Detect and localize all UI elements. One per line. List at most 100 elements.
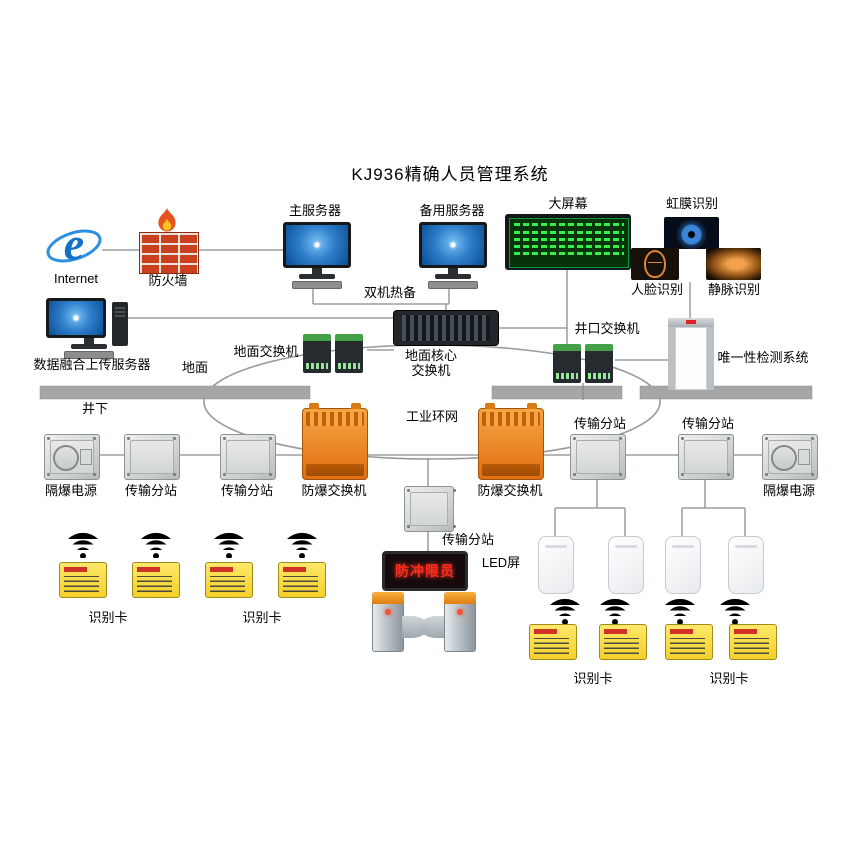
switch-unit	[335, 334, 363, 373]
label-dual-hot-standby: 双机热备	[363, 285, 416, 300]
led-text-row	[514, 245, 624, 248]
label-vein-recognition: 静脉识别	[708, 282, 761, 297]
label-iris-recognition: 虹膜识别	[666, 196, 719, 211]
internet-icon: e	[44, 220, 104, 272]
label-main-server: 主服务器	[288, 203, 341, 218]
switch-unit	[303, 334, 331, 373]
led-text-row	[514, 223, 624, 226]
id-card	[729, 624, 777, 660]
keyboard	[428, 281, 478, 289]
label-substation-3: 传输分站	[573, 416, 626, 431]
id-card	[278, 562, 326, 598]
id-card	[529, 624, 577, 660]
label-core-switch-line2: 交换机	[411, 363, 451, 378]
label-led-screen: LED屏	[481, 555, 521, 570]
main-server	[283, 222, 351, 289]
industrial-ring-ellipse	[203, 344, 661, 460]
firewall-icon	[139, 208, 199, 274]
transmission-substation-2	[220, 434, 276, 480]
transmission-substation-4	[678, 434, 734, 480]
label-ground-surface: 地面	[181, 360, 208, 375]
label-id-card-2: 识别卡	[242, 610, 282, 625]
label-flameproof-power-left: 隔爆电源	[44, 483, 97, 498]
data-fusion-server	[46, 298, 132, 359]
led-panel-text: 防冲限员	[395, 563, 455, 579]
label-firewall: 防火墙	[148, 273, 188, 288]
label-substation-2: 传输分站	[220, 483, 273, 498]
label-underground: 井下	[81, 401, 108, 416]
label-internet: Internet	[53, 271, 99, 286]
monitor-screen	[283, 222, 351, 268]
id-card	[599, 624, 647, 660]
flame-icon	[158, 208, 176, 232]
turnstile-pedestal	[444, 592, 476, 652]
face-wireframe	[644, 250, 666, 278]
label-uniqueness-system: 唯一性检测系统	[717, 350, 809, 365]
id-card	[665, 624, 713, 660]
page-title: KJ936精确人员管理系统	[351, 165, 549, 184]
backup-server	[419, 222, 487, 289]
transmission-substation-1	[124, 434, 180, 480]
turnstile-pedestal	[372, 592, 404, 652]
label-explosionproof-switch-1: 防爆交换机	[301, 483, 367, 498]
explosionproof-switch-2	[478, 403, 544, 480]
keyboard	[64, 351, 114, 359]
turnstile-gate	[372, 592, 476, 652]
wifi-signal-icon	[550, 598, 580, 624]
face-image	[631, 248, 679, 280]
label-id-card-3: 识别卡	[573, 671, 613, 686]
wifi-signal-icon	[287, 532, 317, 558]
internet-orbit	[46, 229, 102, 263]
led-text-row	[514, 231, 624, 234]
label-id-card-4: 识别卡	[709, 671, 749, 686]
id-card	[59, 562, 107, 598]
monitor-screen	[46, 298, 106, 338]
gate-indicator	[686, 320, 696, 324]
flameproof-power-left	[44, 434, 100, 480]
turnstile-wing	[420, 616, 446, 638]
led-text-row	[514, 238, 624, 241]
switch-unit	[553, 344, 581, 383]
label-backup-server: 备用服务器	[419, 203, 485, 218]
big-screen-display	[505, 214, 631, 270]
transmission-substation-3	[570, 434, 626, 480]
explosionproof-switch-1	[302, 403, 368, 480]
id-card	[132, 562, 180, 598]
iris-image	[664, 217, 719, 249]
led-limiter-panel: 防冲限员	[382, 551, 468, 591]
label-flameproof-power-right: 隔爆电源	[762, 483, 815, 498]
label-big-screen: 大屏幕	[548, 196, 588, 211]
card-reader	[665, 536, 701, 594]
label-data-fusion-server: 数据融合上传服务器	[33, 357, 151, 372]
switch-unit	[585, 344, 613, 383]
wifi-signal-icon	[68, 532, 98, 558]
label-explosionproof-switch-2: 防爆交换机	[477, 483, 543, 498]
pc-tower	[112, 302, 128, 346]
wifi-signal-icon	[141, 532, 171, 558]
label-wellhead-switch: 井口交换机	[574, 321, 640, 336]
monitor-screen	[419, 222, 487, 268]
flameproof-power-right	[762, 434, 818, 480]
ground-core-switch	[394, 311, 498, 345]
label-ground-switch: 地面交换机	[233, 344, 299, 359]
vein-image	[706, 248, 761, 280]
card-reader	[608, 536, 644, 594]
ground-switch	[303, 334, 363, 373]
wifi-signal-icon	[720, 598, 750, 624]
transmission-substation-center	[404, 486, 454, 532]
keyboard	[292, 281, 342, 289]
led-text-row	[514, 252, 624, 255]
label-substation-1: 传输分站	[124, 483, 177, 498]
wifi-signal-icon	[600, 598, 630, 624]
card-reader	[538, 536, 574, 594]
brick-wall	[139, 232, 199, 274]
card-reader	[728, 536, 764, 594]
wellhead-switch	[553, 344, 613, 383]
id-card	[205, 562, 253, 598]
wifi-signal-icon	[665, 598, 695, 624]
label-id-card-1: 识别卡	[88, 610, 128, 625]
label-face-recognition: 人脸识别	[631, 282, 684, 297]
label-industrial-ring: 工业环网	[405, 409, 458, 424]
label-substation-center: 传输分站	[441, 532, 494, 547]
